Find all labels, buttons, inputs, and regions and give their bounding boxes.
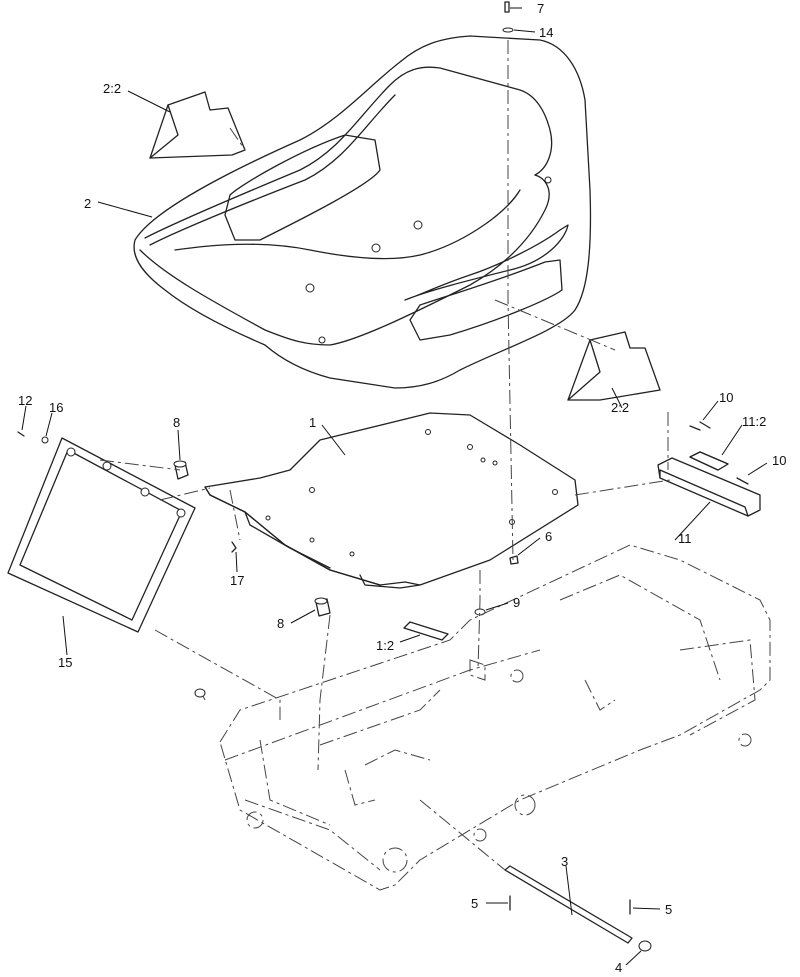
callout-2: 2 [84, 196, 91, 211]
callout-2-2-top: 2:2 [103, 81, 121, 96]
callout-15: 15 [58, 655, 72, 670]
callout-12: 12 [18, 393, 32, 408]
callout-3: 3 [561, 854, 568, 869]
callout-10-top: 10 [719, 390, 733, 405]
callout-5-left: 5 [471, 896, 478, 911]
decal-2-2-right [567, 331, 661, 401]
centerlines [99, 40, 671, 871]
frame-ghost [194, 544, 771, 891]
callout-1: 1 [309, 415, 316, 430]
callout-5-right: 5 [665, 902, 672, 917]
plate-15 [7, 437, 196, 633]
callout-11: 11 [678, 531, 692, 546]
leader-lines [21, 7, 768, 966]
callout-4: 4 [615, 960, 622, 975]
callout-16: 16 [49, 400, 63, 415]
callout-8-bottom: 8 [277, 616, 284, 631]
callout-11-2: 11:2 [742, 414, 766, 429]
callout-14: 14 [539, 25, 553, 40]
callout-9: 9 [513, 595, 520, 610]
callout-17: 17 [230, 573, 244, 588]
callout-6: 6 [545, 529, 552, 544]
seat-bracket [657, 421, 761, 517]
callout-labels: 7 14 2:2 2 2:2 12 16 8 1 10 11:2 10 11 6… [18, 1, 786, 975]
seat-shell [133, 35, 592, 389]
callout-1-2: 1:2 [376, 638, 394, 653]
callout-7: 7 [537, 1, 544, 16]
decal-2-2-top [149, 91, 246, 159]
hardware [17, 1, 729, 952]
callout-2-2-right: 2:2 [611, 400, 629, 415]
callout-8-top: 8 [173, 415, 180, 430]
seat-pan [204, 412, 579, 589]
callout-10-right: 10 [772, 453, 786, 468]
